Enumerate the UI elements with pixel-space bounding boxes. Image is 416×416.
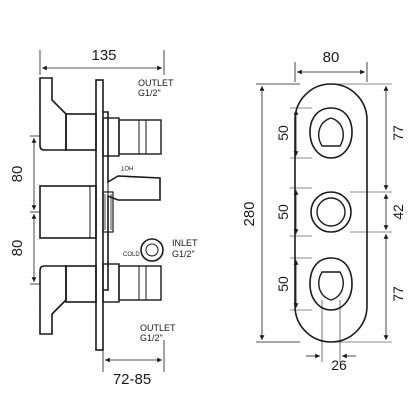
inlet-connection — [140, 238, 164, 262]
top-outlet-thread: G1/2" — [138, 88, 161, 98]
middle-diameter-label: 42 — [390, 204, 406, 220]
cold-marking: COLD — [123, 252, 140, 258]
plate-width-label: 80 — [323, 49, 340, 66]
width-dimension-label: 135 — [91, 47, 116, 64]
side-view: 135 — [9, 47, 198, 388]
upper-pitch-label: 80 — [9, 166, 26, 183]
hot-marking: HOT — [120, 164, 133, 170]
middle-round-cutout — [310, 191, 352, 233]
top-keyhole-cutout — [309, 107, 353, 159]
bottom-offset-label: 77 — [390, 286, 406, 302]
inlet-label: INLET — [172, 238, 198, 248]
top-lever-handle — [39, 77, 97, 151]
plate-height-label: 280 — [241, 201, 258, 226]
inlet-thread: G1/2" — [172, 249, 195, 259]
lower-pitch-label: 80 — [9, 240, 26, 257]
valve-body — [103, 111, 161, 291]
top-cutout-height-label: 50 — [275, 125, 291, 141]
top-outlet-label: OUTLET — [138, 78, 174, 88]
bottom-outlet-thread: G1/2" — [140, 333, 163, 343]
face-plate — [294, 83, 368, 343]
middle-knob — [39, 185, 114, 239]
front-view: 80 280 50 50 — [241, 49, 406, 373]
bottom-keyhole-cutout — [309, 257, 353, 311]
top-offset-label: 77 — [390, 125, 406, 141]
mounting-plate — [95, 79, 104, 351]
bottom-lever-handle — [39, 265, 97, 335]
bottom-outlet-label: OUTLET — [140, 323, 176, 333]
slot-width-label: 26 — [331, 357, 347, 373]
top-cartridge — [102, 117, 162, 157]
depth-dimension-label: 72-85 — [113, 371, 151, 388]
middle-cutout-height-label: 50 — [275, 204, 291, 220]
bottom-cartridge — [102, 263, 162, 303]
bottom-cutout-height-label: 50 — [275, 276, 291, 292]
